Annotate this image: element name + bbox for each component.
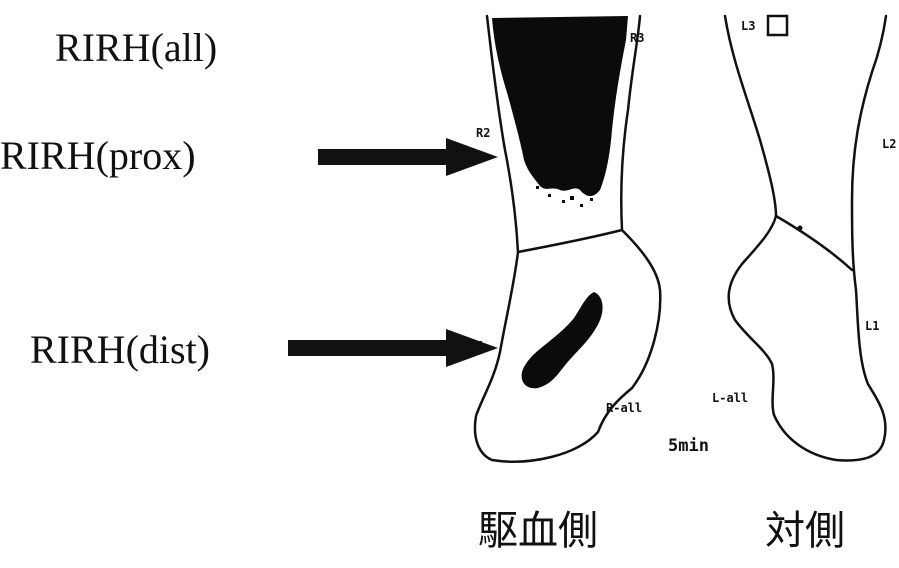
roi-label-r1: R1	[470, 340, 484, 352]
roi-label-r3: R3	[630, 32, 644, 44]
time-label: 5min	[668, 438, 709, 455]
right-leg-outline	[725, 16, 886, 460]
roi-label-r2: R2	[476, 127, 490, 139]
roi-label-l-all: L-all	[712, 392, 748, 404]
roi-label-l2: L2	[882, 138, 896, 150]
reference-dot	[798, 226, 803, 231]
caption-occluded-side: 駆血側	[478, 510, 598, 552]
caption-contralateral-side: 対側	[765, 510, 845, 552]
hot-region-proximal	[492, 16, 628, 207]
arrow-dist	[288, 329, 498, 367]
roi-label-l3: L3	[741, 20, 755, 32]
roi-label-r-all: R-all	[606, 402, 642, 414]
arrow-prox	[318, 138, 498, 176]
roi-label-l1: L1	[865, 320, 879, 332]
hot-region-distal	[522, 292, 603, 388]
square-marker	[768, 16, 787, 35]
